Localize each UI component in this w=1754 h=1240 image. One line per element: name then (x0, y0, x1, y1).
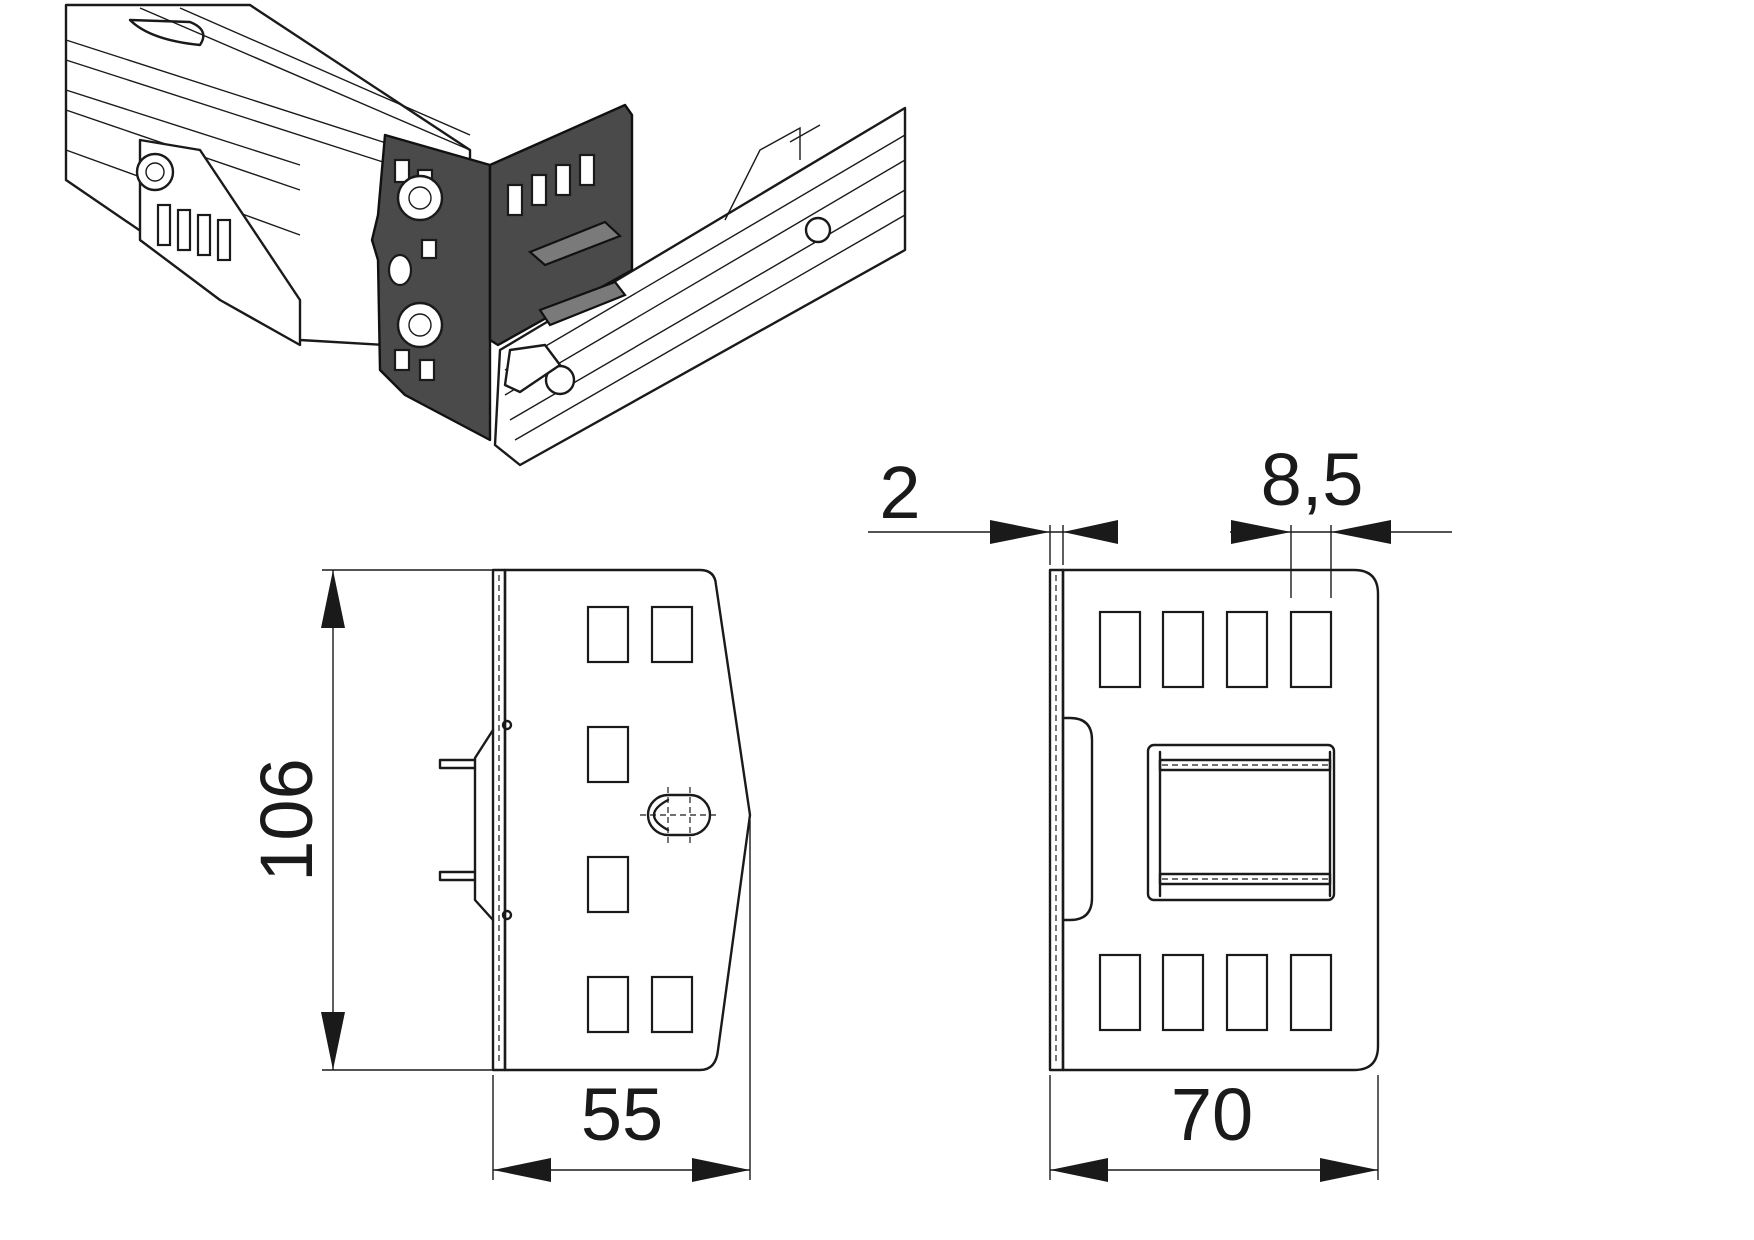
isometric-view (64, 3, 907, 467)
hex-nut-icon (396, 174, 444, 222)
side-bracket-slots (156, 203, 232, 262)
offset-value: 2 (879, 451, 920, 534)
dimension-height: 106 (245, 569, 493, 1071)
side-view (438, 568, 752, 1072)
dimension-front-width: 70 (1049, 1073, 1379, 1182)
side-width-value: 55 (581, 1073, 663, 1156)
front-view-bottom-slots (1098, 953, 1333, 1032)
front-view-top-slots (1098, 610, 1333, 689)
flange-slots (506, 153, 596, 217)
front-view (1048, 568, 1380, 1072)
dimension-offset: 2 (868, 451, 1118, 565)
hex-nut-icon (396, 301, 444, 349)
slot-pitch-value: 8,5 (1261, 438, 1364, 521)
hex-nut-icon (135, 152, 175, 192)
dimension-side-width: 55 (492, 820, 751, 1182)
height-value: 106 (245, 758, 328, 881)
plate-slots (393, 158, 438, 382)
front-width-value: 70 (1171, 1073, 1253, 1156)
side-view-slots (586, 605, 694, 1034)
dimension-slot-pitch: 8,5 (1230, 438, 1452, 598)
